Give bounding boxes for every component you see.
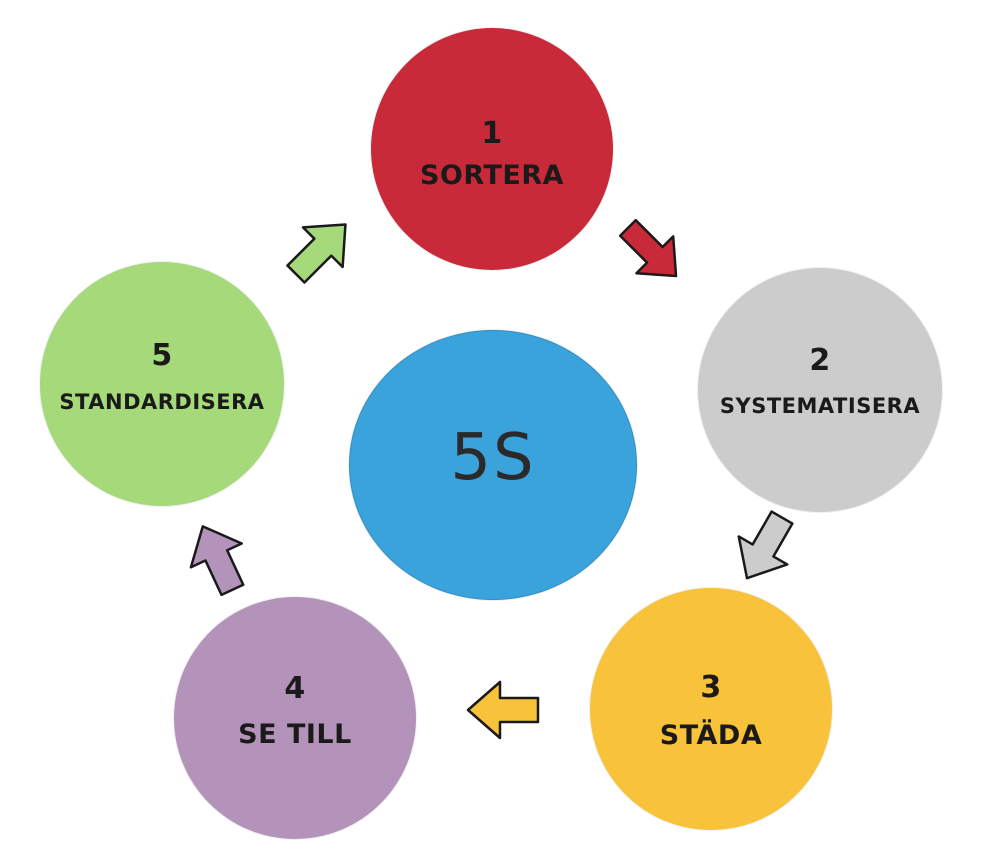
step-1-circle: 1 SORTERA: [371, 28, 613, 270]
step-4-label: SE TILL: [238, 719, 352, 750]
step-5-number: 5: [151, 338, 173, 373]
step-3-label: STÄDA: [659, 720, 763, 751]
step-2-number: 2: [809, 343, 831, 378]
arrow-3-to-4: [466, 680, 540, 740]
arrow-1-to-2: [618, 218, 678, 278]
arrow-4-to-5: [189, 525, 245, 597]
center-label: 5S: [450, 421, 536, 495]
center-5s-circle: 5S: [349, 330, 637, 600]
step-4-number: 4: [284, 671, 306, 706]
step-3-number: 3: [700, 670, 722, 705]
step-1-number: 1: [481, 116, 503, 151]
step-4-circle: 4 SE TILL: [174, 597, 416, 839]
step-5-circle: 5 STANDARDISERA: [40, 262, 284, 506]
step-2-label: SYSTEMATISERA: [719, 394, 921, 418]
step-2-circle: 2 SYSTEMATISERA: [698, 268, 942, 512]
step-3-circle: 3 STÄDA: [590, 588, 832, 830]
arrow-2-to-3: [737, 510, 794, 580]
step-1-label: SORTERA: [419, 160, 565, 191]
arrow-5-to-1: [286, 223, 347, 284]
step-5-label: STANDARDISERA: [59, 390, 265, 414]
